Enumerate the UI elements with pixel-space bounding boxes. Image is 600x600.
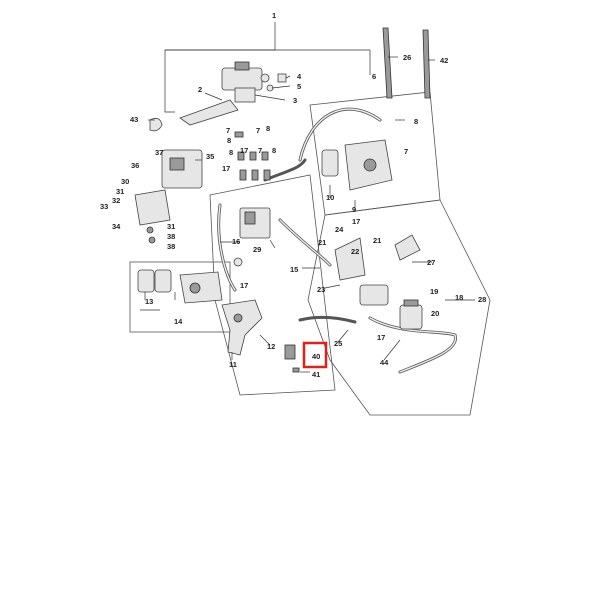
callout-7b: 7 — [256, 126, 260, 135]
callout-44: 44 — [380, 358, 389, 367]
callout-37: 37 — [155, 148, 163, 157]
callout-34: 34 — [112, 222, 121, 231]
callout-6: 6 — [372, 72, 376, 81]
callout-18: 18 — [455, 293, 463, 302]
callout-17e: 17 — [352, 217, 360, 226]
callout-42: 42 — [440, 56, 448, 65]
callout-4: 4 — [297, 72, 302, 81]
callout-40: 40 — [312, 352, 320, 361]
callout-15: 15 — [290, 265, 298, 274]
mount-bracket — [134, 189, 171, 226]
front-caliper — [179, 271, 223, 304]
callout-21b: 21 — [373, 236, 381, 245]
leader-lines — [140, 56, 475, 373]
callout-labels: 1 2 3 4 5 6 7 7 7 7 8 8 8 8 8 9 10 11 12… — [100, 11, 486, 379]
callout-32: 32 — [112, 196, 120, 205]
callout-8b: 8 — [227, 136, 231, 145]
callout-3: 3 — [293, 96, 297, 105]
callout-41: 41 — [312, 370, 320, 379]
callout-33: 33 — [100, 202, 108, 211]
callout-8a: 8 — [266, 124, 270, 133]
pedal-pivot — [394, 234, 421, 261]
callout-17a: 17 — [240, 146, 248, 155]
pedal-bracket — [334, 237, 366, 281]
rear-reservoir — [399, 304, 423, 330]
callout-12: 12 — [267, 342, 275, 351]
callout-20: 20 — [431, 309, 439, 318]
callout-5: 5 — [297, 82, 301, 91]
callout-2: 2 — [198, 85, 202, 94]
front-caliper-box — [129, 261, 231, 333]
switch-4 — [277, 73, 287, 83]
callout-17d: 17 — [377, 333, 385, 342]
callout-21a: 21 — [318, 238, 326, 247]
caliper-bracket — [221, 299, 263, 356]
parts — [134, 27, 431, 373]
callout-43: 43 — [130, 115, 138, 124]
brake-pad-right — [154, 269, 172, 293]
pedal-assembly-frame — [307, 199, 491, 416]
callout-7d: 7 — [404, 147, 408, 156]
callout-31b: 31 — [167, 222, 175, 231]
callout-19: 19 — [430, 287, 438, 296]
callout-7c: 7 — [258, 146, 262, 155]
callout-30: 30 — [121, 177, 129, 186]
callout-9: 9 — [352, 205, 356, 214]
callout-8d: 8 — [272, 146, 276, 155]
cable-tie-42 — [422, 29, 431, 99]
callout-1: 1 — [272, 11, 276, 20]
reservoir-cap — [234, 61, 250, 71]
brake-lever — [179, 99, 239, 126]
hose-clamp — [149, 117, 163, 132]
banjo-bolt — [260, 73, 270, 83]
callout-8c: 8 — [229, 148, 233, 157]
callout-36: 36 — [131, 161, 139, 170]
callout-31a: 31 — [116, 187, 124, 196]
callout-27: 27 — [427, 258, 435, 267]
brake-pad-left — [137, 269, 155, 293]
bolt — [234, 131, 244, 138]
rear-master-cylinder — [359, 284, 389, 306]
highlight-box — [302, 341, 328, 369]
master-cylinder-body — [234, 87, 256, 103]
rear-pad — [321, 149, 339, 177]
callout-17c: 17 — [240, 281, 248, 290]
callout-38b: 38 — [167, 242, 175, 251]
callout-24: 24 — [335, 225, 344, 234]
callout-14: 14 — [174, 317, 183, 326]
callout-25: 25 — [334, 339, 342, 348]
callout-11: 11 — [229, 360, 237, 369]
callout-23: 23 — [317, 285, 325, 294]
cable-tie-26 — [382, 27, 393, 99]
callout-16: 16 — [232, 237, 240, 246]
callout-10: 10 — [326, 193, 334, 202]
callout-22: 22 — [351, 247, 359, 256]
callout-29: 29 — [253, 245, 261, 254]
callout-8e: 8 — [414, 117, 418, 126]
master-cylinder — [221, 67, 263, 91]
callout-17b: 17 — [222, 164, 230, 173]
callout-26: 26 — [403, 53, 411, 62]
callout-38a: 38 — [167, 232, 175, 241]
callout-28: 28 — [478, 295, 486, 304]
callout-13: 13 — [145, 297, 153, 306]
callout-7a: 7 — [226, 126, 230, 135]
callout-35: 35 — [206, 152, 214, 161]
brake-hoses — [217, 107, 457, 374]
brake-fitting — [284, 344, 296, 360]
